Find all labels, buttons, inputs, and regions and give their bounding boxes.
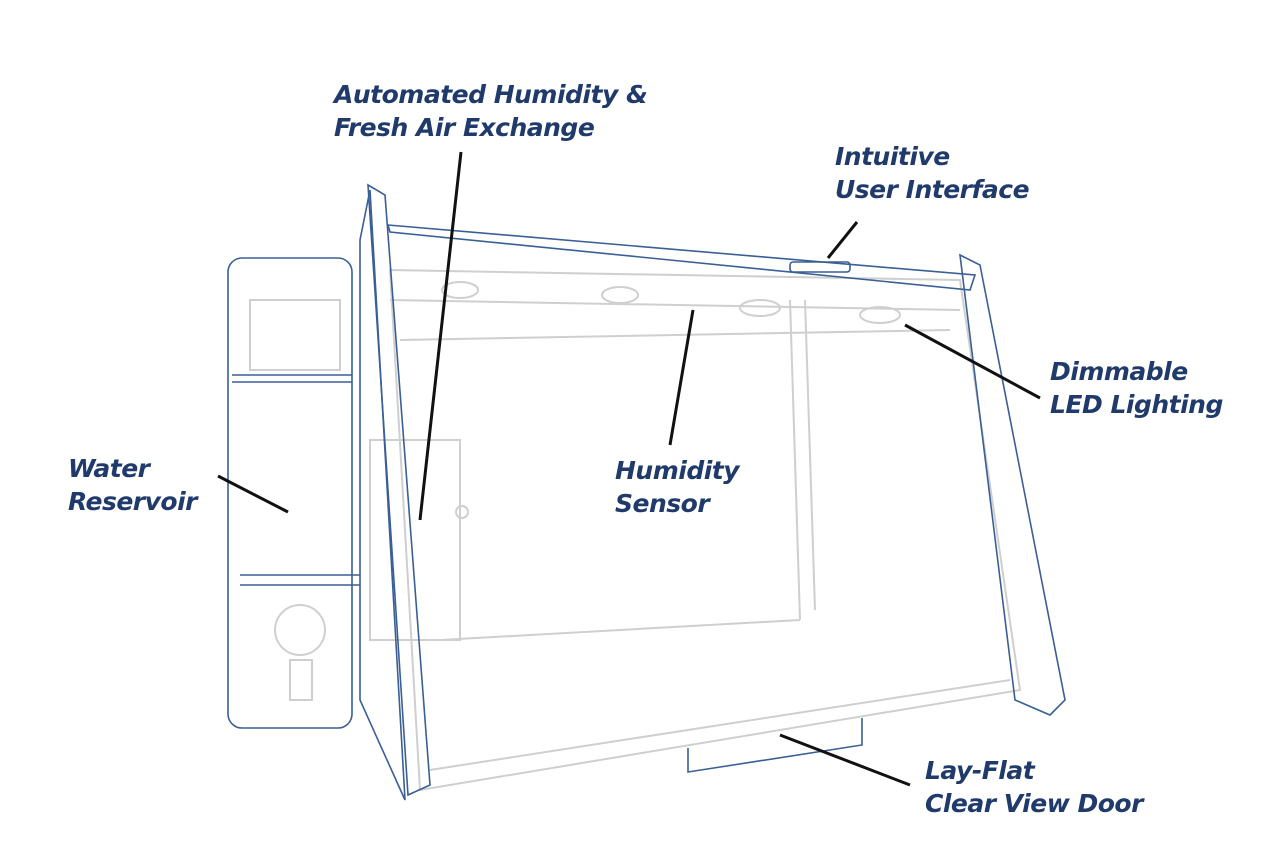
label-line: Dimmable <box>1050 357 1188 386</box>
leader-air-exchange <box>418 151 463 521</box>
label-line: Lay-Flat <box>925 756 1035 785</box>
label-door: Lay-Flat Clear View Door <box>925 754 1143 820</box>
chamber-frame <box>249 268 1022 792</box>
label-line: Sensor <box>615 489 710 518</box>
label-user-interface: Intuitive User Interface <box>835 140 1030 206</box>
leader-lines <box>217 151 1041 787</box>
label-line: User Interface <box>835 175 1030 204</box>
label-line: Reservoir <box>68 487 198 516</box>
leader-humidity-sensor <box>668 309 695 446</box>
label-line: Clear View Door <box>925 789 1143 818</box>
label-line: Water <box>68 454 150 483</box>
label-line: LED Lighting <box>1050 390 1223 419</box>
label-air-exchange: Automated Humidity & Fresh Air Exchange <box>334 78 648 144</box>
label-line: Automated Humidity & <box>334 80 648 109</box>
label-water-reservoir: Water Reservoir <box>68 452 198 518</box>
leader-user-interface <box>826 221 859 259</box>
label-humidity-sensor: Humidity Sensor <box>615 454 740 520</box>
label-line: Fresh Air Exchange <box>334 113 595 142</box>
leader-door <box>779 733 911 787</box>
label-line: Humidity <box>615 456 740 485</box>
label-led-lighting: Dimmable LED Lighting <box>1050 355 1223 421</box>
label-line: Intuitive <box>835 142 950 171</box>
leader-led-lighting <box>904 323 1041 400</box>
leader-water-reservoir <box>217 474 289 514</box>
chamber-outline <box>227 183 1066 801</box>
